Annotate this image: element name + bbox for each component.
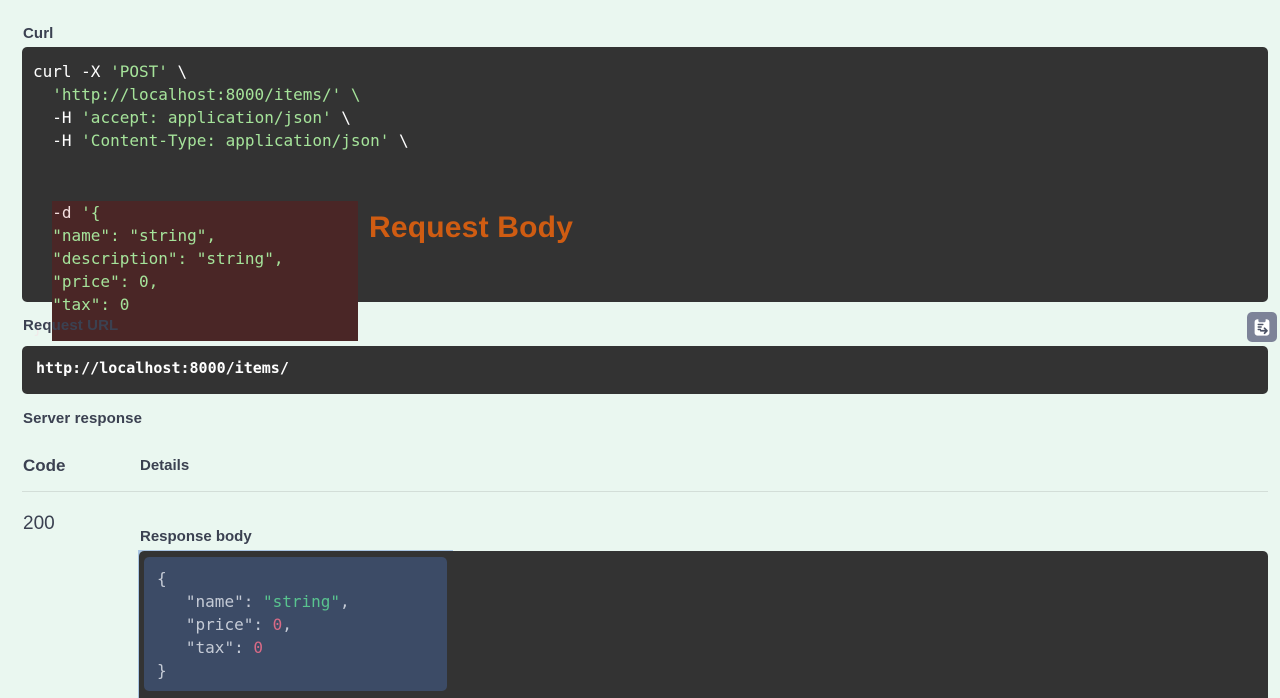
curl-url-token: 'http://localhost:8000/items/' \ xyxy=(33,85,361,104)
json-value-name: "string" xyxy=(262,592,341,611)
json-comma-price: , xyxy=(282,615,292,634)
curl-body-close: }' xyxy=(33,318,53,337)
json-sep-tax: : xyxy=(234,638,254,657)
json-open-brace: { xyxy=(157,569,167,588)
curl-d-flag: -d xyxy=(33,203,82,222)
json-key-name: "name" xyxy=(185,592,244,611)
curl-request-body-text: -d '{ "name": "string", "description": "… xyxy=(33,201,283,339)
curl-body-price: "price": 0, xyxy=(33,272,159,291)
response-body-json-panel[interactable]: { "name": "string", "price": 0, "tax": 0… xyxy=(144,557,447,691)
curl-method-token: 'POST' xyxy=(110,62,168,81)
curl-content-type-header: 'Content-Type: application/json' xyxy=(81,131,390,150)
curl-section-label: Curl xyxy=(23,25,54,42)
curl-h-flag-2: -H xyxy=(33,131,82,150)
table-divider xyxy=(22,491,1268,492)
table-header-details: Details xyxy=(140,457,190,474)
curl-line1-cont: \ xyxy=(167,62,188,81)
response-body-json-text: { "name": "string", "price": 0, "tax": 0… xyxy=(157,567,350,682)
request-url-label: Request URL xyxy=(23,317,119,334)
curl-body-name: "name": "string", xyxy=(33,226,217,245)
table-header-code: Code xyxy=(23,456,66,475)
request-url-block: http://localhost:8000/items/ xyxy=(22,346,1268,394)
curl-line3-cont: \ xyxy=(331,108,351,127)
curl-body-tax: "tax": 0 xyxy=(33,295,130,314)
json-value-price: 0 xyxy=(272,615,283,634)
curl-body-open: '{ xyxy=(81,203,101,222)
response-body-label: Response body xyxy=(140,528,252,545)
json-close-brace: } xyxy=(157,661,167,680)
json-key-tax: "tax" xyxy=(185,638,235,657)
curl-command-text: curl -X 'POST' \ 'http://localhost:8000/… xyxy=(33,60,409,152)
clipboard-copy-icon xyxy=(1252,317,1272,337)
copy-curl-button[interactable] xyxy=(1247,312,1277,342)
json-sep-name: : xyxy=(243,592,263,611)
curl-accept-header: 'accept: application/json' xyxy=(81,108,332,127)
json-comma-name: , xyxy=(340,592,350,611)
curl-h-flag-1: -H xyxy=(33,108,82,127)
curl-body-description: "description": "string", xyxy=(33,249,284,268)
json-sep-price: : xyxy=(253,615,273,634)
curl-line4-cont: \ xyxy=(389,131,409,150)
request-body-highlight xyxy=(52,201,358,341)
request-url-value: http://localhost:8000/items/ xyxy=(36,359,289,377)
json-value-tax: 0 xyxy=(253,638,263,657)
curl-code-block: curl -X 'POST' \ 'http://localhost:8000/… xyxy=(22,47,1277,342)
response-status-code: 200 xyxy=(23,513,55,534)
server-response-label: Server response xyxy=(23,410,143,427)
request-body-annotation: Request Body xyxy=(369,211,574,244)
curl-cmd-token: curl -X xyxy=(33,62,111,81)
json-key-price: "price" xyxy=(185,615,254,634)
